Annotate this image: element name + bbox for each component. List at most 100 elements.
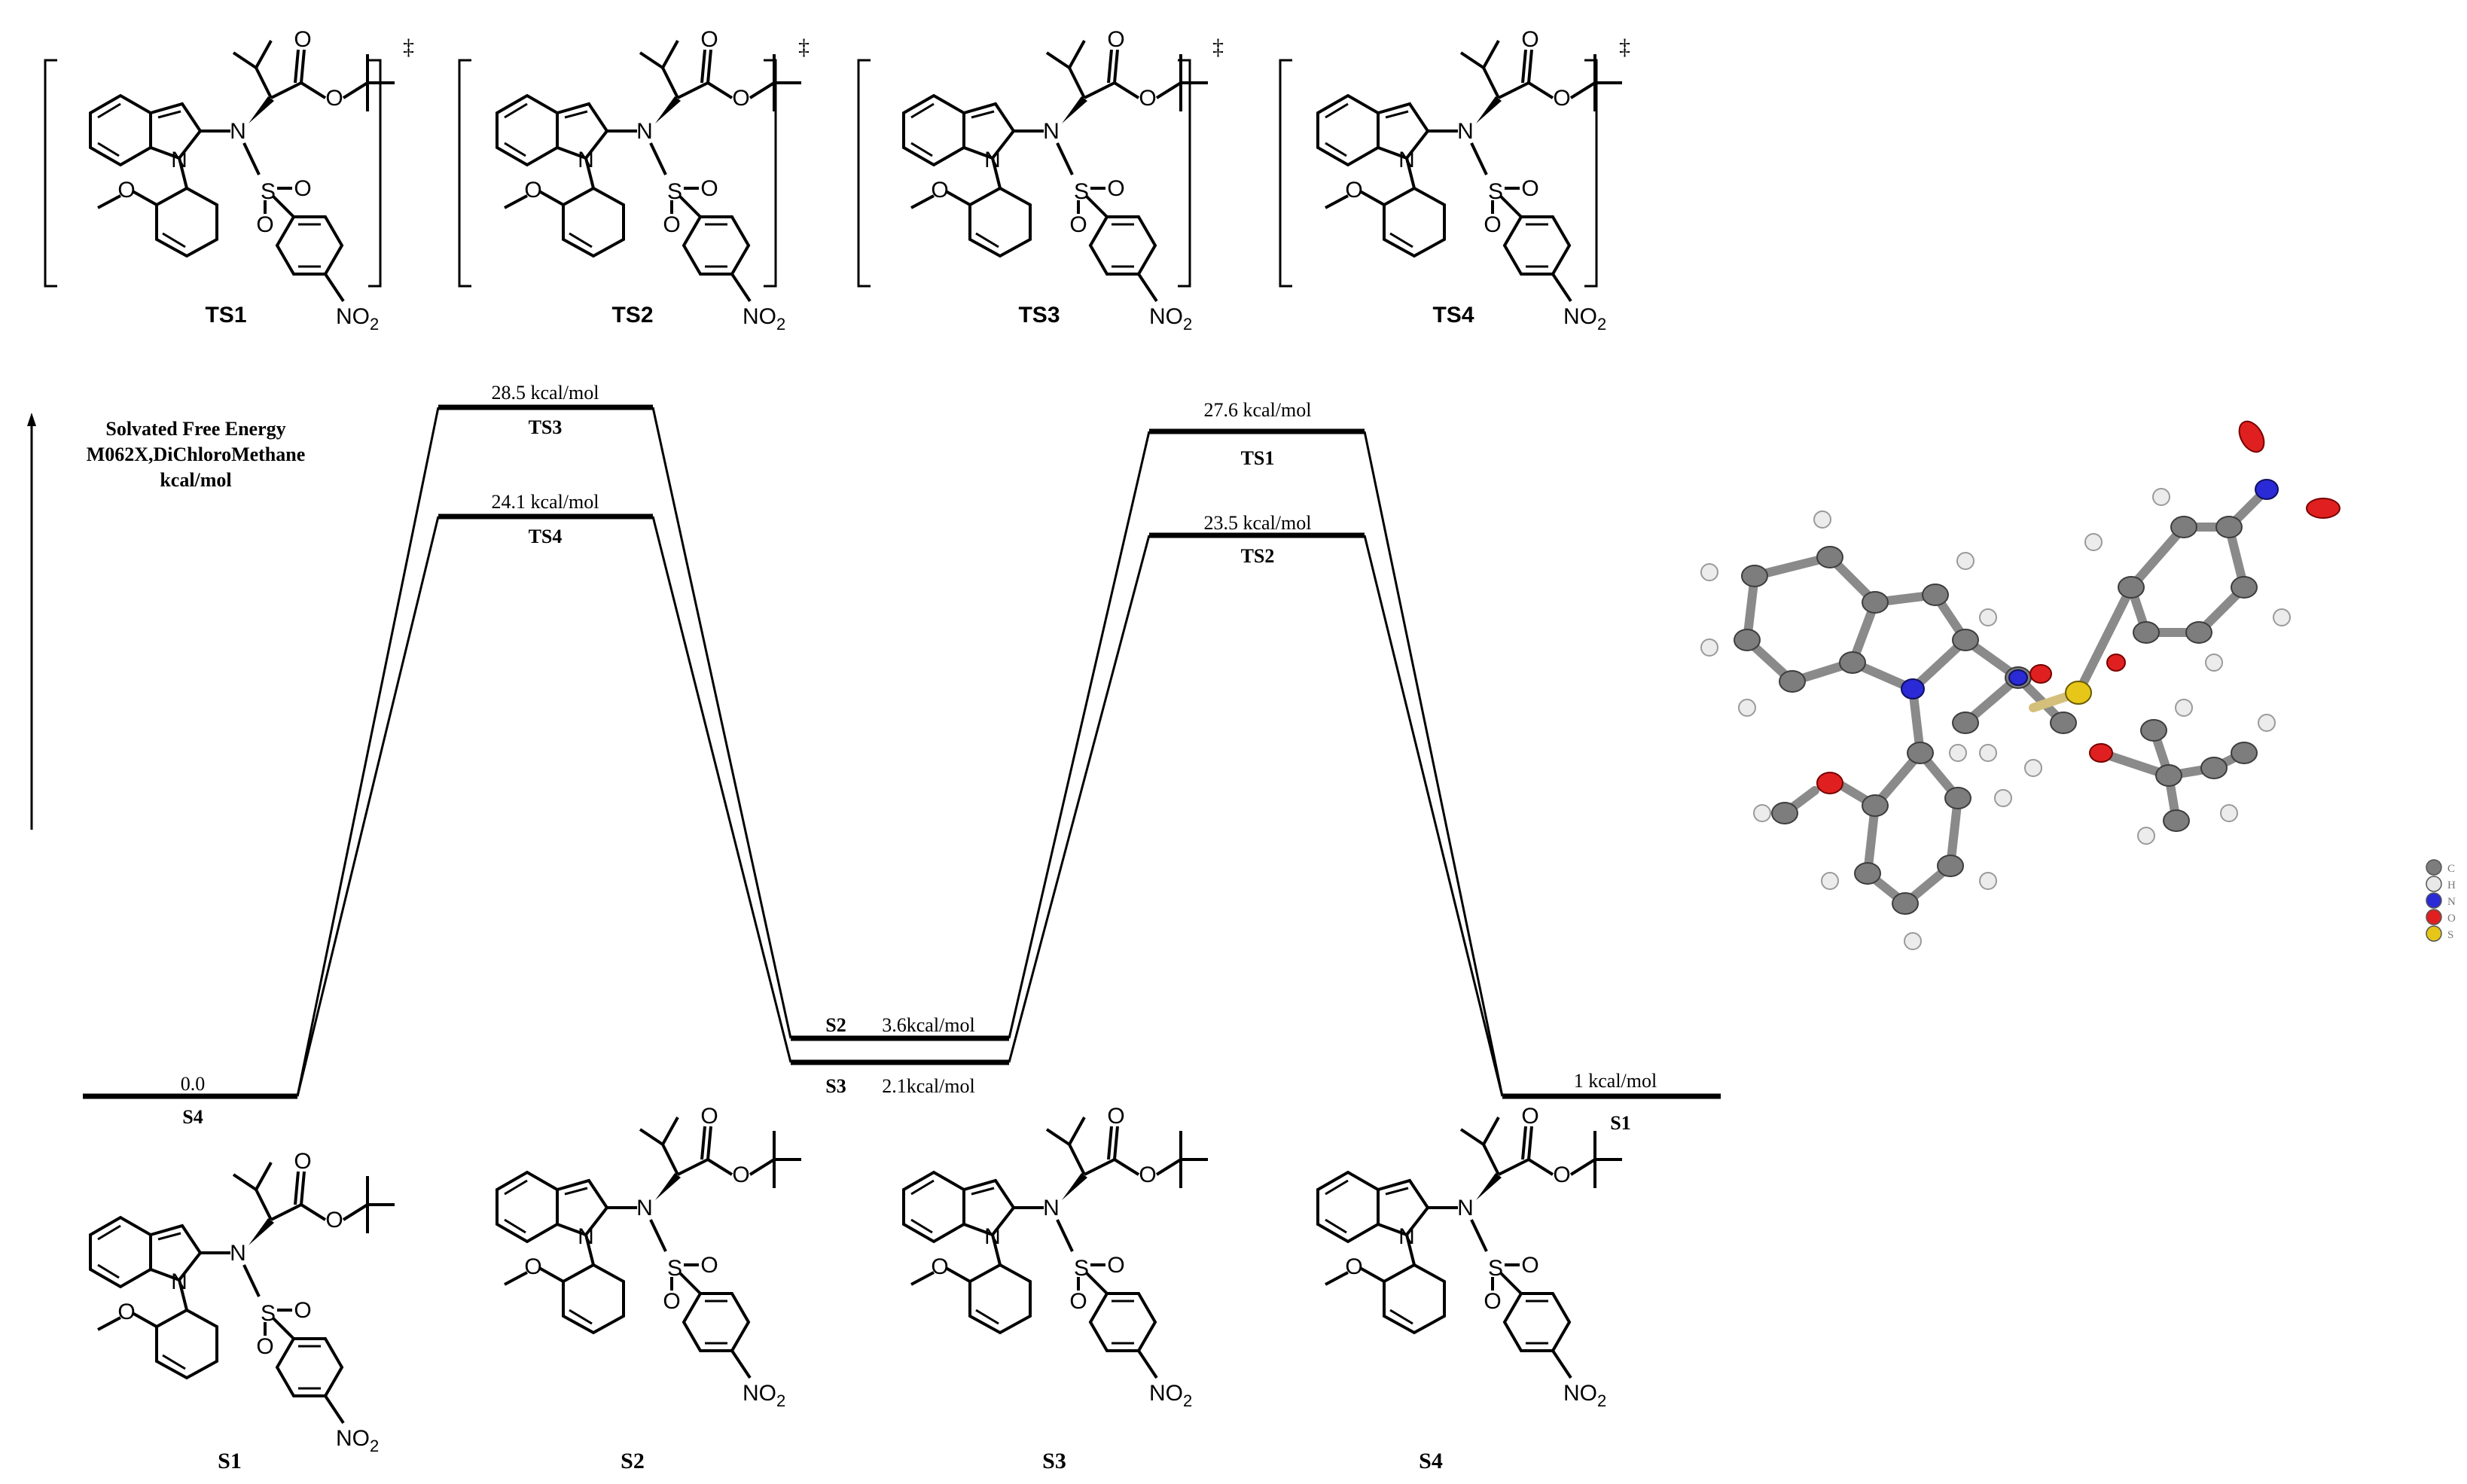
level-labels: 0.0 S4 28.5 kcal/mol TS3 24.1 kcal/mol T…	[181, 382, 1657, 1134]
s3-sulfonyl-o1-atom: O	[1107, 1253, 1124, 1278]
s1-sulfonyl-o2-atom: O	[256, 1334, 273, 1359]
s3-nitro-group: NO2	[1149, 1381, 1192, 1410]
energy-axis	[27, 413, 36, 830]
s2-indole-n-atom: N	[578, 1224, 594, 1249]
energy-label-s2: 3.6kcal/mol	[882, 1014, 974, 1036]
s3-ester-o-atom: O	[1139, 1163, 1156, 1187]
s1-indole-n-atom: N	[171, 1269, 188, 1294]
axis-title-line1: Solvated Free Energy	[105, 418, 285, 440]
s3-structure-label: S3	[1042, 1449, 1066, 1473]
s4-sulfonamide-n-atom: N	[1457, 1196, 1474, 1220]
energy-label-s3: 2.1kcal/mol	[882, 1075, 974, 1097]
energy-label-s1: 1 kcal/mol	[1574, 1070, 1657, 1092]
ts2-dagger: ‡	[798, 35, 810, 59]
ts2-ester-o-atom: O	[732, 86, 749, 111]
axis-title-line2: M062X,DiChloroMethane	[87, 443, 306, 465]
energy-label-ts3: 28.5 kcal/mol	[492, 382, 599, 404]
energy-label-ts4: 24.1 kcal/mol	[492, 491, 599, 513]
ts2-indole-n-atom: N	[578, 148, 594, 172]
s1-sulfur-atom: S	[261, 1301, 276, 1326]
ts3-sulfonyl-o2-atom: O	[1069, 212, 1087, 237]
ts1-structure-label: TS1	[205, 303, 246, 328]
ts4-right-bracket	[1584, 59, 1598, 288]
ts3-right-bracket	[1178, 59, 1191, 288]
s4-indole-n-atom: N	[1398, 1224, 1415, 1249]
ts1-methoxy-o-atom: O	[117, 178, 135, 203]
energy-label-ts1: 27.6 kcal/mol	[1204, 399, 1312, 421]
ts1-right-bracket	[368, 59, 382, 288]
state-label-s3: S3	[825, 1075, 846, 1097]
legend-o-label: O	[2447, 913, 2456, 925]
ts2-nitro-group: NO2	[743, 304, 785, 334]
s3-indole-n-atom: N	[984, 1224, 1001, 1249]
ts1-ester-o-atom: O	[325, 86, 343, 111]
s2-structure-label: S2	[621, 1449, 645, 1473]
ts1-left-bracket	[44, 59, 57, 288]
ts4-ester-o-atom: O	[1553, 86, 1570, 111]
ts4-nitro-group: NO2	[1563, 304, 1606, 334]
s2-nitro-group: NO2	[743, 1381, 785, 1410]
state-label-ts3: TS3	[529, 416, 563, 438]
ts1-sulfonyl-o2-atom: O	[256, 212, 273, 237]
axis-title-line3: kcal/mol	[160, 469, 231, 491]
s4-sulfonyl-o1-atom: O	[1521, 1253, 1538, 1278]
ts2-sulfonyl-o2-atom: O	[663, 212, 680, 237]
ts4-left-bracket	[1279, 59, 1292, 288]
s4-ester-o-atom: O	[1553, 1163, 1570, 1187]
legend-c-swatch	[2426, 859, 2442, 876]
ts4-sulfonamide-n-atom: N	[1457, 119, 1474, 144]
legend-h-label: H	[2447, 879, 2456, 891]
s1-nitro-group: NO2	[336, 1426, 379, 1455]
s3-carbonyl-o-atom: O	[1107, 1104, 1124, 1129]
path-ts1-s1	[1363, 431, 1504, 1097]
ts3-dagger: ‡	[1212, 35, 1224, 59]
ts2-methoxy-o-atom: O	[524, 178, 541, 203]
path-s2-ts1	[1008, 431, 1151, 1039]
legend-n-label: N	[2447, 896, 2456, 908]
s1-structure-label: S1	[218, 1449, 242, 1473]
s4-carbonyl-o-atom: O	[1521, 1104, 1538, 1129]
path-s4-ts4	[296, 516, 440, 1097]
ts3-structure-label: TS3	[1018, 303, 1060, 328]
ts1-carbonyl-o-atom: O	[294, 27, 311, 52]
state-label-s2: S2	[825, 1014, 846, 1036]
ts2-sulfonamide-n-atom: N	[636, 119, 653, 144]
legend-h-swatch	[2426, 876, 2442, 892]
ts2-right-bracket	[764, 59, 777, 288]
ts1-dagger: ‡	[403, 35, 414, 59]
energy-label-s4: 0.0	[181, 1073, 206, 1095]
state-label-s1: S1	[1610, 1112, 1630, 1134]
path-ts3-s2	[651, 407, 792, 1039]
ts4-sulfonyl-o2-atom: O	[1484, 212, 1501, 237]
energy-label-ts2: 23.5 kcal/mol	[1204, 512, 1312, 534]
ts2-carbonyl-o-atom: O	[700, 27, 718, 52]
ts3-left-bracket	[857, 59, 871, 288]
ts4-carbonyl-o-atom: O	[1521, 27, 1538, 52]
s2-methoxy-o-atom: O	[524, 1254, 541, 1279]
s2-carbonyl-o-atom: O	[700, 1104, 718, 1129]
energy-levels	[83, 404, 1721, 1099]
path-ts4-s3	[651, 516, 792, 1063]
s3-sulfonyl-o2-atom: O	[1069, 1289, 1087, 1314]
ts3-sulfonamide-n-atom: N	[1043, 119, 1060, 144]
ts1-nitro-group: NO2	[336, 304, 379, 334]
s2-sulfonyl-o2-atom: O	[663, 1289, 680, 1314]
s1-ester-o-atom: O	[325, 1208, 343, 1233]
ts1-sulfonyl-o1-atom: O	[294, 176, 311, 201]
ts4-structure-label: TS4	[1432, 303, 1474, 328]
